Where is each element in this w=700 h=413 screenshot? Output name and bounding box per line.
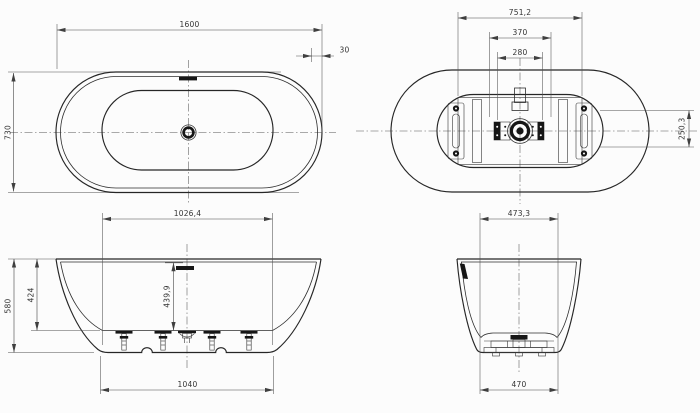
dim-text-580: 580 (4, 299, 13, 314)
base-pad-outline (436, 93, 604, 169)
overflow-slot (179, 76, 197, 81)
tub-rim-inner-edge (60, 76, 318, 189)
drain-trap (178, 330, 196, 343)
dim-text-1600: 1600 (180, 20, 200, 29)
basin-floor (480, 332, 558, 338)
dim-text-280: 280 (513, 48, 528, 57)
inner-wall-right (272, 261, 317, 331)
dim-text-370: 370 (513, 28, 528, 37)
dim-rim-edge: 30 (296, 46, 350, 62)
dim-base-length: 1040 (100, 356, 274, 394)
dim-overall-width: 730 (4, 73, 16, 192)
dim-inner-depth: 424 (27, 259, 100, 331)
adjustable-foot (240, 330, 258, 351)
dim-top-width: 473,3 (479, 209, 559, 394)
tub-outer-rim (390, 69, 650, 193)
tub-basin (101, 89, 274, 171)
frame-slat-right (558, 99, 568, 163)
end-elevation-view: 473,3 470 (456, 209, 582, 394)
adjustable-foot (115, 330, 133, 351)
dim-text-1040: 1040 (178, 380, 198, 389)
side-elevation-view: 1026,4 424 580 439,9 1040 (4, 209, 322, 394)
dim-base-width: 470 (480, 380, 558, 393)
overflow-pipe (511, 87, 529, 111)
top-plan-view: 1600 30 730 (4, 20, 350, 205)
dim-text-250-3: 250,3 (678, 118, 687, 140)
inner-wall-right (556, 261, 577, 338)
dim-text-439-9: 439,9 (163, 285, 172, 307)
mounting-frame (457, 97, 583, 165)
dim-stud-span-inner: 280 (497, 48, 543, 120)
dim-overall-length: 1600 (56, 20, 323, 133)
overflow-slot-section (459, 263, 468, 279)
dim-text-473-3: 473,3 (508, 209, 530, 218)
overflow-slot (176, 266, 194, 270)
dim-inner-length: 1026,4 (102, 209, 273, 345)
dim-stud-span-outer: 370 (489, 28, 552, 117)
dim-text-751-2: 751,2 (509, 8, 531, 17)
dim-overall-height: 580 (4, 259, 94, 353)
dim-frame-length: 751,2 (457, 8, 583, 96)
dim-text-730: 730 (4, 125, 13, 140)
dim-text-30: 30 (340, 46, 350, 55)
drain (180, 124, 197, 141)
bottom-plan-view: 751,2 370 280 250,3 (356, 8, 697, 204)
drain (507, 118, 533, 144)
dim-center-height: 439,9 (163, 262, 183, 331)
tub-outer-profile (55, 258, 322, 354)
frame-slat-left (472, 99, 482, 163)
dim-text-470: 470 (512, 380, 527, 389)
adjustable-foot (154, 330, 172, 351)
adjustable-foot (203, 330, 221, 351)
dim-text-424: 424 (27, 288, 36, 303)
dim-frame-width: 250,3 (600, 110, 694, 148)
inner-wall-left (60, 261, 103, 331)
base-pedestal (483, 335, 555, 357)
dim-text-1026-4: 1026,4 (174, 209, 201, 218)
